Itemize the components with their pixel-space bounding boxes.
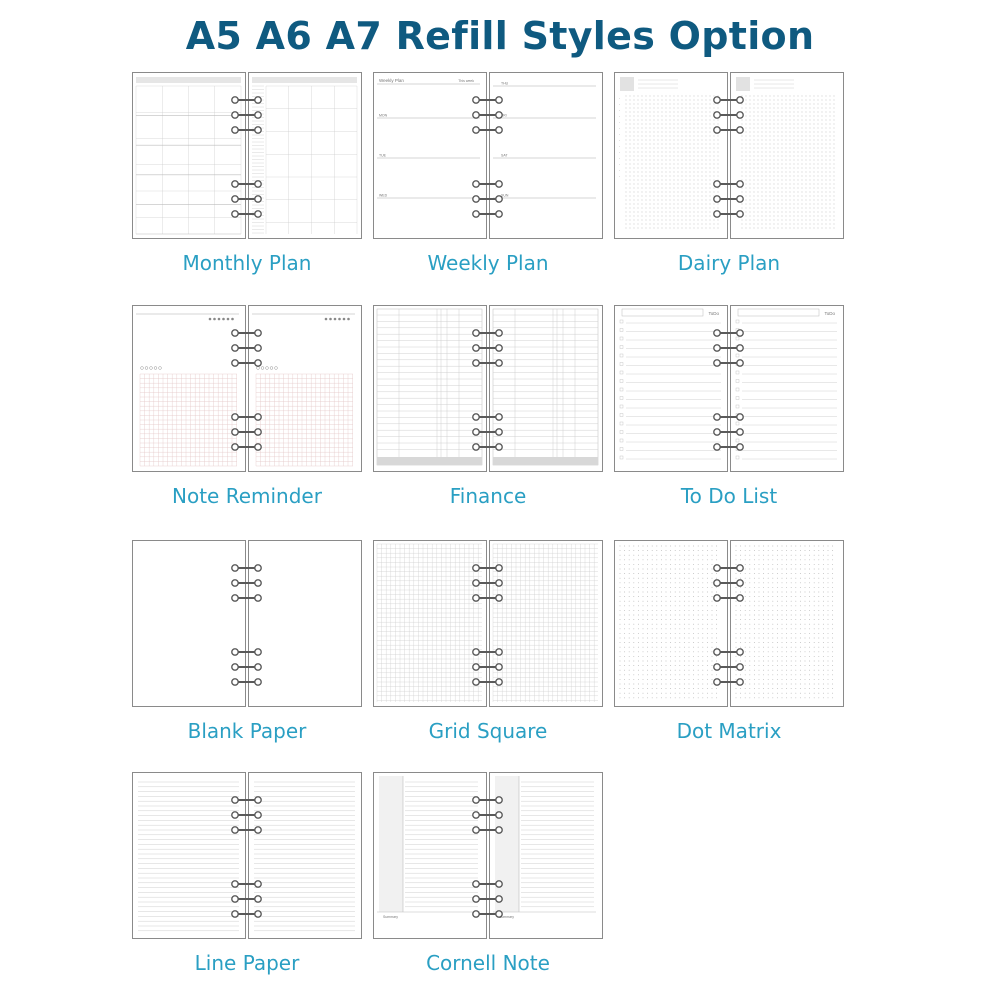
svg-text:·: · [619, 96, 620, 101]
note-reminder-refill-icon [132, 305, 362, 472]
svg-text:TUE: TUE [379, 154, 387, 158]
svg-text:WED: WED [379, 194, 388, 198]
style-label: Dairy Plan [677, 251, 781, 275]
refill-style-finance: Finance [373, 305, 603, 525]
refill-style-grid-square: Grid Square [373, 540, 603, 760]
svg-text:·: · [619, 162, 620, 167]
svg-text:·: · [619, 144, 620, 149]
svg-text:Weekly Plan: Weekly Plan [379, 78, 404, 83]
svg-text:Summary: Summary [383, 915, 398, 919]
svg-text:THU: THU [501, 82, 509, 86]
svg-text:ToDo: ToDo [824, 311, 835, 316]
svg-text:MON: MON [379, 114, 388, 118]
svg-text:·: · [619, 108, 620, 113]
refill-style-to-do-list: ToDo ToDo To Do List [614, 305, 844, 525]
style-label: Line Paper [194, 951, 300, 975]
monthly-plan-refill-icon [132, 72, 362, 239]
refill-style-dot-matrix: Dot Matrix [614, 540, 844, 760]
svg-text:Summary: Summary [499, 915, 514, 919]
style-label: Cornell Note [426, 951, 550, 975]
style-label: Note Reminder [172, 484, 322, 508]
svg-text:This week: This week [458, 79, 474, 83]
svg-text:ToDo: ToDo [708, 311, 719, 316]
svg-text:SAT: SAT [501, 154, 508, 158]
refill-style-cornell-note: CueSummaryCueSummary Cornell Note [373, 772, 603, 992]
style-label: Weekly Plan [427, 251, 549, 275]
page-title: A5 A6 A7 Refill Styles Option [185, 14, 815, 58]
style-label: Monthly Plan [182, 251, 312, 275]
style-label: Finance [449, 484, 527, 508]
to-do-list-refill-icon: ToDo ToDo [614, 305, 844, 472]
refill-style-blank-paper: Blank Paper [132, 540, 362, 760]
svg-text:·: · [619, 102, 620, 107]
finance-refill-icon [373, 305, 603, 472]
svg-text:·: · [619, 138, 620, 143]
svg-text:·: · [619, 132, 620, 137]
svg-text:·: · [619, 168, 620, 173]
cornell-note-refill-icon: CueSummaryCueSummary [373, 772, 603, 939]
svg-text:·: · [619, 156, 620, 161]
svg-text:FRI: FRI [501, 114, 507, 118]
svg-text:·: · [619, 114, 620, 119]
grid-square-refill-icon [373, 540, 603, 707]
blank-paper-refill-icon [132, 540, 362, 707]
dot-matrix-refill-icon [614, 540, 844, 707]
style-label: Blank Paper [187, 719, 307, 743]
refill-style-note-reminder: Note Reminder [132, 305, 362, 525]
dairy-plan-refill-icon: ·············· [614, 72, 844, 239]
line-paper-refill-icon [132, 772, 362, 939]
refill-style-line-paper: Line Paper [132, 772, 362, 992]
refill-style-monthly-plan: Monthly Plan [132, 72, 362, 292]
style-label: Grid Square [428, 719, 548, 743]
svg-text:·: · [619, 126, 620, 131]
refill-style-dairy-plan: ·············· Dairy Plan [614, 72, 844, 292]
style-label: To Do List [680, 484, 778, 508]
svg-text:·: · [619, 120, 620, 125]
svg-text:·: · [619, 174, 620, 179]
svg-text:SUN: SUN [501, 194, 509, 198]
style-label: Dot Matrix [676, 719, 782, 743]
svg-text:·: · [619, 150, 620, 155]
